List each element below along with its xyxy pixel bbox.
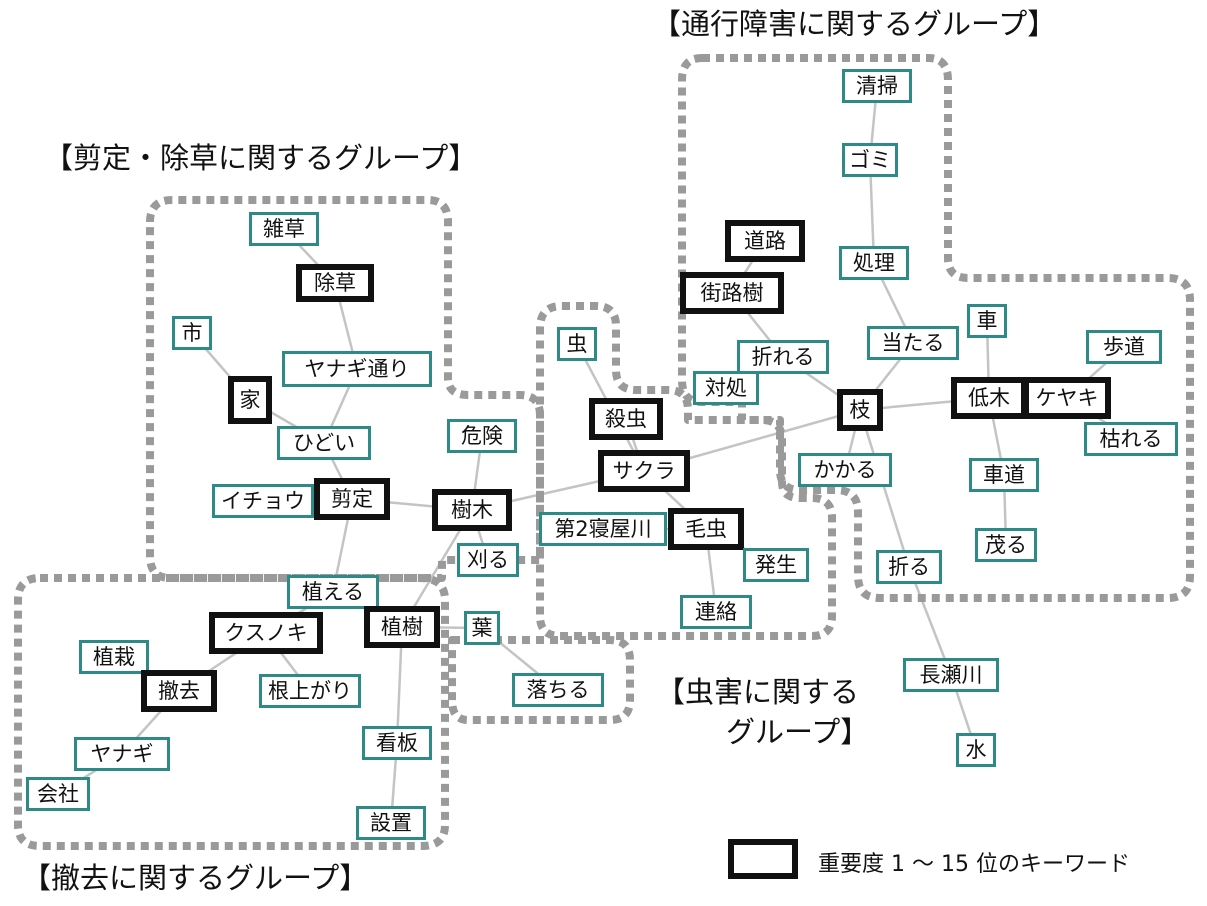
group-regions — [14, 54, 1194, 850]
legend-label: 重要度 1 ～ 15 位のキーワード — [818, 852, 1130, 877]
node-ataru: 当たる — [867, 326, 959, 360]
node-kiken: 危険 — [447, 419, 517, 453]
node-dai2: 第2寝屋川 — [539, 512, 667, 546]
node-kemushi: 毛虫 — [668, 508, 744, 550]
node-ueru: 植える — [287, 575, 379, 609]
group-title-pruning: 【剪定・除草に関するグループ】 — [44, 141, 478, 175]
node-yanagi: ヤナギ — [74, 737, 170, 771]
node-shi: 市 — [172, 316, 212, 350]
group-title-removal: 【撤去に関するグループ】 — [22, 861, 369, 895]
group-title-insect-line2: グループ】 — [726, 715, 870, 749]
node-shori: 処理 — [839, 246, 909, 280]
node-kuruma: 車 — [967, 304, 1007, 338]
node-gairoju: 街路樹 — [680, 272, 784, 314]
node-renraku: 連絡 — [680, 595, 752, 629]
node-shadou: 車道 — [969, 458, 1039, 492]
node-douro: 道路 — [725, 220, 805, 262]
node-zassou: 雑草 — [249, 212, 319, 246]
node-oru: 折る — [876, 550, 942, 584]
node-ha: 葉 — [464, 611, 500, 645]
region-insect — [536, 302, 836, 640]
region-pruning — [146, 196, 544, 582]
node-hidoi: ひどい — [277, 426, 371, 460]
node-shokusai: 植栽 — [79, 640, 149, 674]
node-yanagidori: ヤナギ通り — [282, 351, 432, 387]
node-eda: 枝 — [837, 389, 883, 431]
node-kareru: 枯れる — [1084, 422, 1178, 456]
node-mushi: 虫 — [557, 327, 597, 361]
edge-eda-oru — [858, 409, 911, 568]
region-leaf-drop — [448, 636, 634, 724]
node-shigeru: 茂る — [975, 528, 1037, 562]
node-tekkyo: 撤去 — [141, 670, 217, 712]
region-removal — [14, 574, 449, 850]
node-ochiru: 落ちる — [512, 673, 604, 707]
node-keyaki: ケヤキ — [1023, 377, 1111, 419]
node-taisho: 対処 — [693, 371, 759, 405]
legend-key-swatch — [728, 839, 798, 879]
group-title-obstruction: 【通行障害に関するグループ】 — [652, 7, 1057, 41]
node-kaisha: 会社 — [26, 777, 90, 811]
node-seisou: 清掃 — [842, 69, 912, 103]
node-gomi: ゴミ — [842, 143, 898, 177]
node-setchi: 設置 — [356, 806, 426, 840]
node-josou: 除草 — [296, 264, 374, 302]
node-teiboku: 低木 — [951, 377, 1027, 419]
edge-gomi-shori — [868, 159, 876, 264]
edge-oru-nagasegawa — [907, 566, 953, 676]
node-mizu: 水 — [956, 733, 996, 767]
node-karu: 刈る — [457, 543, 519, 577]
node-oreru: 折れる — [737, 340, 829, 374]
node-kakaru: かかる — [798, 453, 892, 487]
node-kusunoki: クスノキ — [209, 612, 323, 654]
node-jumoku: 樹木 — [432, 489, 512, 531]
node-neagari: 根上がり — [259, 674, 361, 708]
group-title-insect-line1: 【虫害に関する — [656, 675, 860, 709]
node-shokuju: 植樹 — [364, 606, 440, 648]
node-kanban: 看板 — [362, 726, 432, 760]
node-ie: 家 — [228, 376, 272, 424]
node-sacchu: 殺虫 — [589, 398, 663, 440]
node-nagasegawa: 長瀬川 — [903, 658, 999, 692]
node-hodou: 歩道 — [1086, 330, 1162, 364]
node-sakura: サクラ — [598, 450, 690, 492]
node-icho: イチョウ — [212, 484, 314, 518]
edge-layer — [57, 85, 1132, 824]
node-sentei: 剪定 — [314, 478, 390, 520]
node-hassei: 発生 — [743, 548, 809, 582]
